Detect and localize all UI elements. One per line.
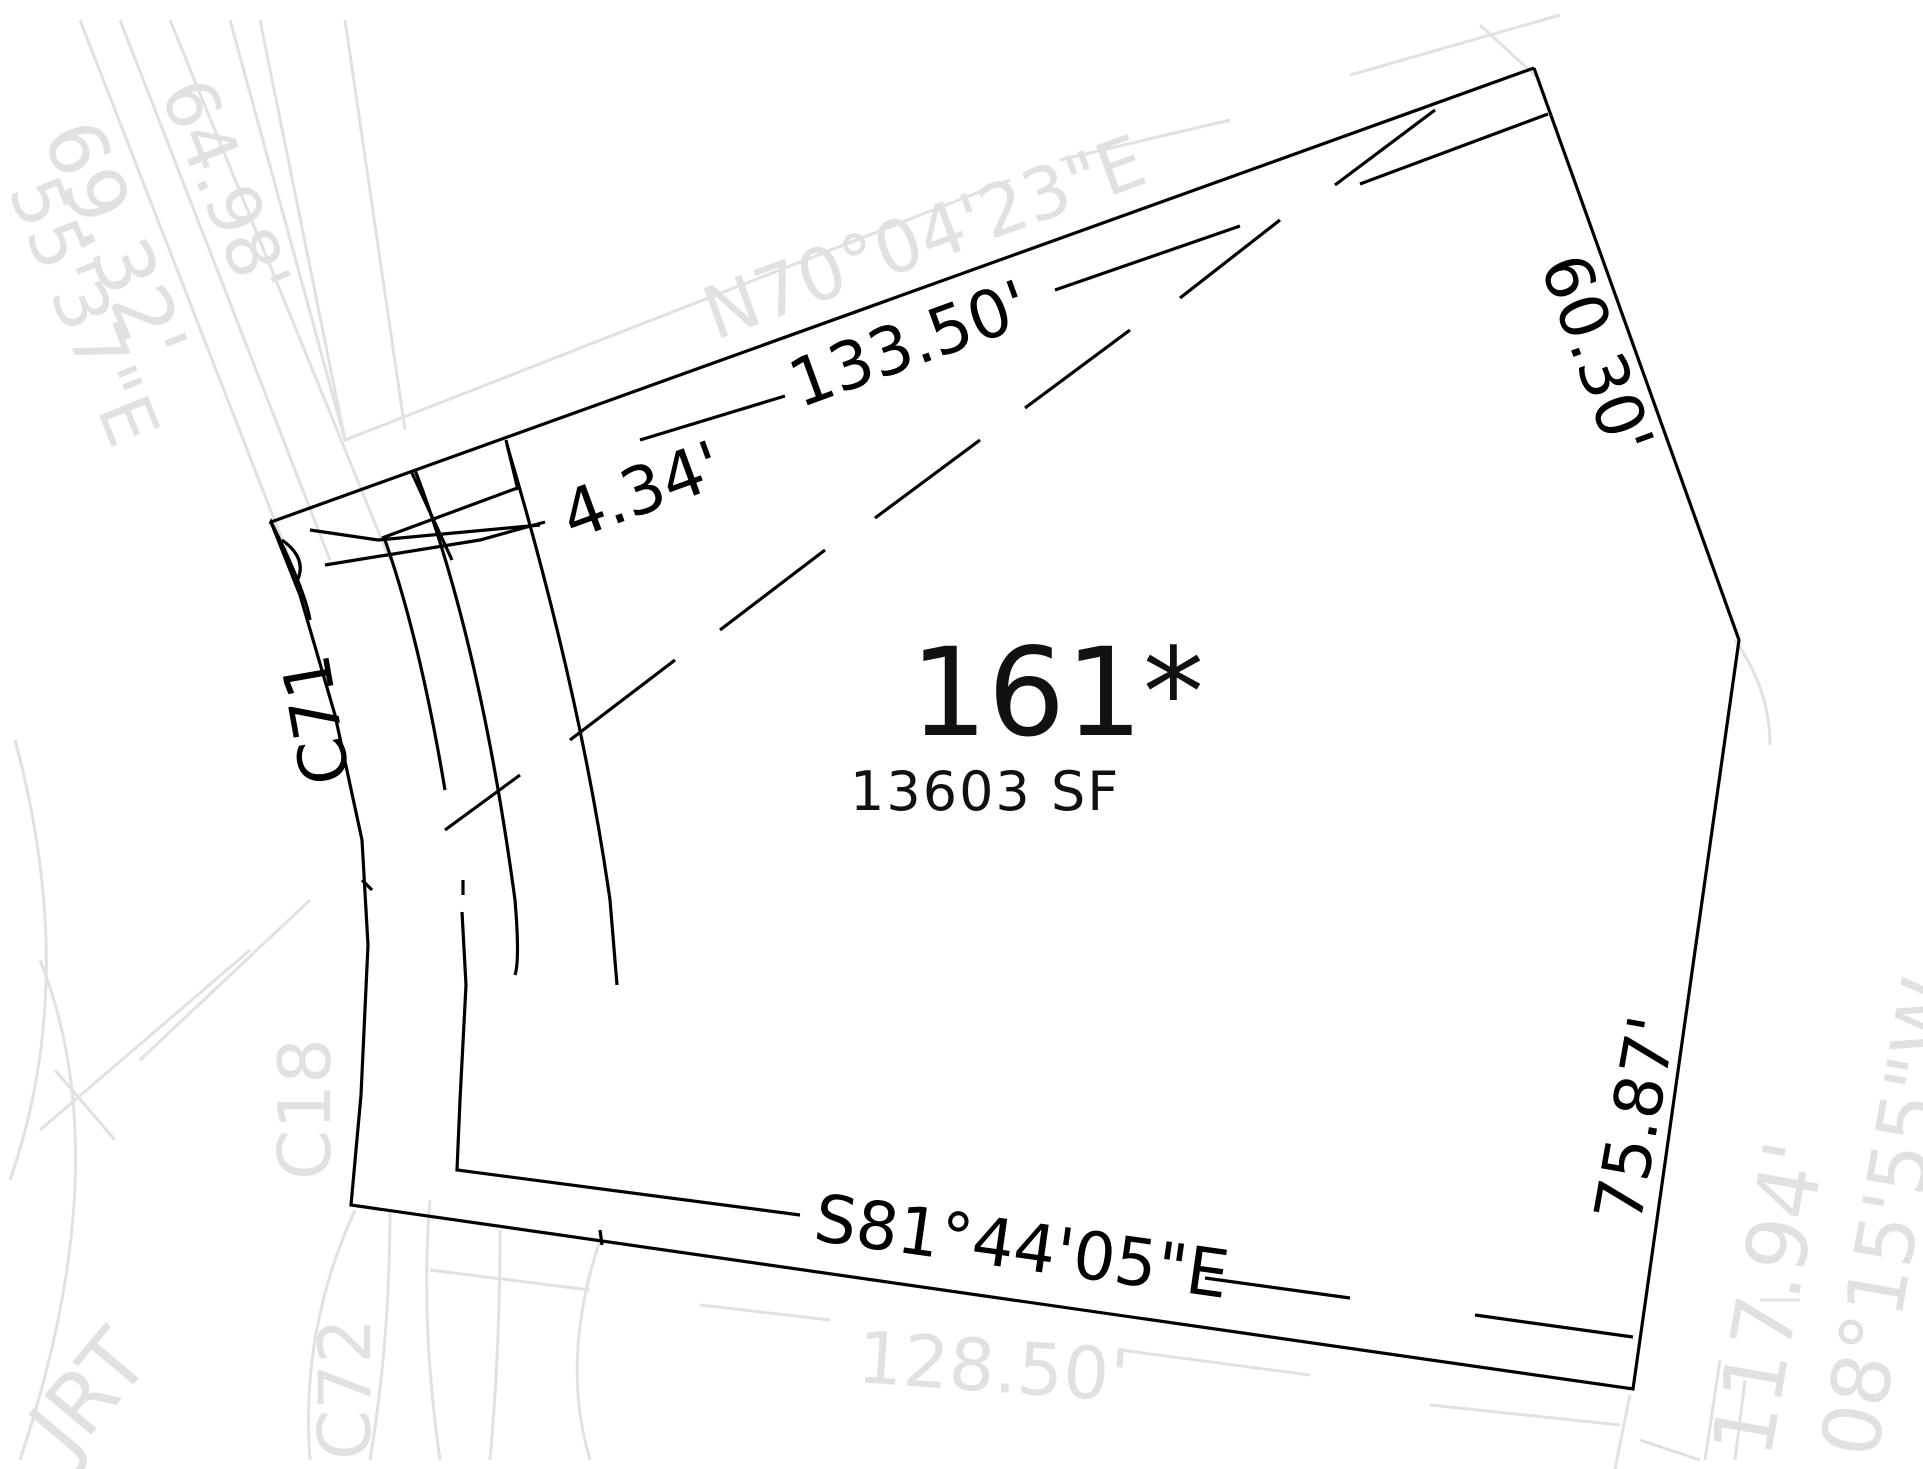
adjacent-lot-edge xyxy=(1703,1359,1722,1461)
setback-line xyxy=(639,394,786,442)
setback-line xyxy=(1474,1313,1634,1339)
road-arc xyxy=(575,1239,602,1461)
easement-edge xyxy=(504,439,520,491)
adjacent-lot-edge xyxy=(1639,1438,1701,1462)
road-arc xyxy=(425,1199,442,1461)
road-line xyxy=(343,19,407,431)
road-arc xyxy=(488,1229,502,1461)
diagonal-line xyxy=(719,548,826,632)
easement-curve xyxy=(383,539,447,791)
setback-line xyxy=(1054,224,1241,292)
adjacent-lot-edge xyxy=(1349,13,1561,77)
road-line xyxy=(118,19,332,561)
setback-line xyxy=(1359,112,1549,186)
adjacent-lot-edge xyxy=(429,1268,591,1292)
setback-line xyxy=(360,878,374,892)
adjacent-lot-edge xyxy=(699,1303,831,1322)
small-distance-label: 4.34' xyxy=(551,426,732,555)
adjacent-lot-edge xyxy=(1429,1403,1621,1427)
adjacent-curve-label: C72 xyxy=(303,1318,387,1460)
road-line xyxy=(39,948,251,1132)
easement-curve xyxy=(413,469,520,976)
setback-line xyxy=(455,911,801,1217)
tie-line xyxy=(309,523,541,542)
northeast-distance-label: 60.30' xyxy=(1525,244,1668,465)
lot-area: 13603 SF xyxy=(850,760,1120,823)
lot-boundary xyxy=(268,67,1741,1391)
adjacent-curve-label: C18 xyxy=(263,1038,347,1180)
south-bearing-label: S81°44'05"E xyxy=(810,1180,1234,1314)
north-boundary-line xyxy=(270,66,1535,524)
road-line xyxy=(168,19,392,561)
diagonal-line xyxy=(1024,328,1131,410)
diagonal-line xyxy=(1334,108,1436,187)
road-line xyxy=(78,19,292,561)
tie-line xyxy=(324,520,546,567)
setback-line xyxy=(1204,1276,1351,1300)
road-line xyxy=(53,1069,117,1141)
road-arc xyxy=(1733,639,1772,746)
adjacent-lot-edge xyxy=(1059,118,1231,162)
curve-label: C71 xyxy=(267,649,365,790)
tie-line xyxy=(381,485,521,540)
adjacent-lot-edge xyxy=(1613,1394,1632,1469)
road-arc xyxy=(8,739,48,1181)
diagonal-line xyxy=(444,773,521,832)
diagonal-line xyxy=(874,438,981,520)
lot-number: 161* xyxy=(910,622,1204,764)
adjacent-lot-edge xyxy=(228,19,1011,443)
road-arc xyxy=(368,1209,392,1461)
lot-boundary-layer: 133.50' 60.30' 75.87' S81°44'05"E 4.34' … xyxy=(267,66,1741,1391)
corner-curve xyxy=(281,538,302,586)
adjacent-distance-label: 128.50' xyxy=(855,1315,1132,1418)
diagonal-line xyxy=(1179,218,1281,300)
adjacent-lot-edge xyxy=(1733,1379,1747,1461)
street-name-label: JRT xyxy=(7,1311,168,1469)
setback-line xyxy=(598,1229,604,1246)
road-arc xyxy=(306,1209,357,1461)
adjacent-lot-edge xyxy=(1478,23,1542,82)
adjacent-lot-edge xyxy=(1119,1348,1311,1377)
road-line xyxy=(258,19,347,441)
road-arc xyxy=(18,959,78,1461)
road-line xyxy=(138,898,312,1062)
east-distance-label: 75.87' xyxy=(1580,1010,1692,1227)
diagonal-line xyxy=(569,658,676,742)
easement-curve xyxy=(505,444,619,986)
